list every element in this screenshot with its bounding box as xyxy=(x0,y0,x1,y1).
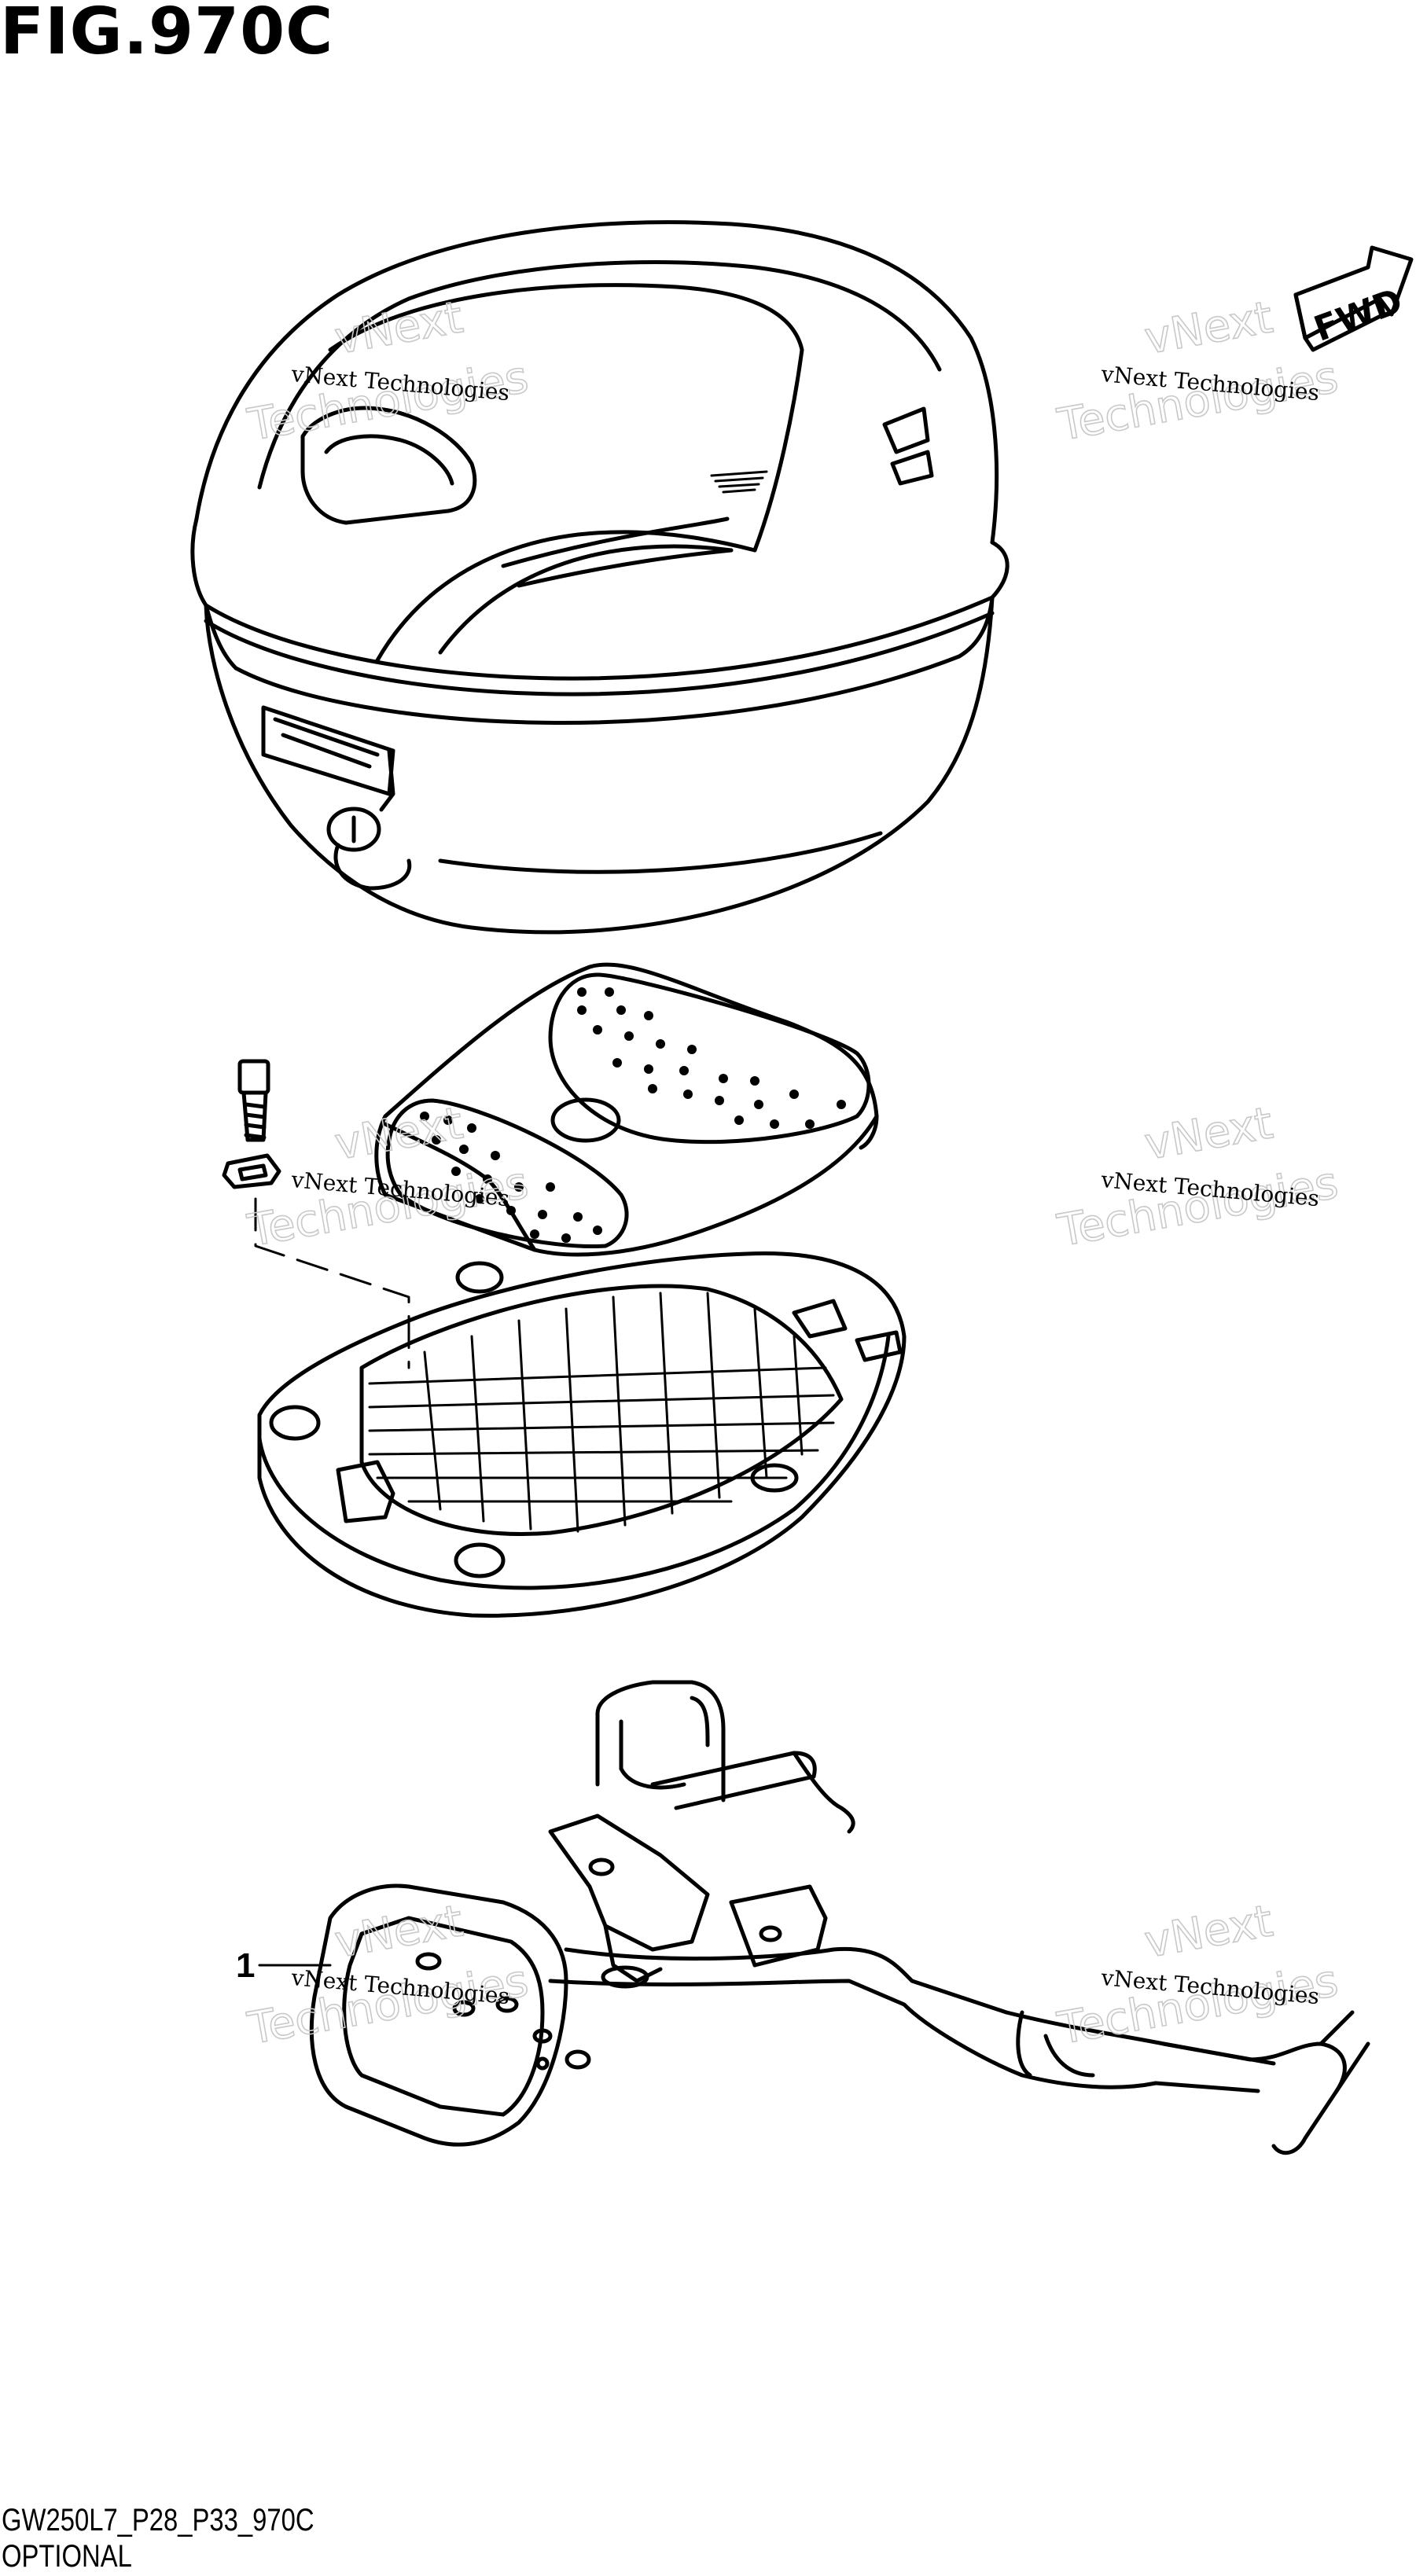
top-case-drawing xyxy=(190,220,1010,935)
watermark-group: vNext Technologies vNext Technologies vN… xyxy=(243,292,1342,2056)
base-plate-drawing xyxy=(257,1251,907,1618)
figure-subtitle: OPTIONAL xyxy=(2,2539,132,2574)
fwd-arrow-icon xyxy=(1293,245,1414,352)
watermark-ghost: vNext xyxy=(1141,1097,1276,1170)
nut-icon xyxy=(222,1153,281,1189)
figure-code: GW250L7_P28_P33_970C xyxy=(2,2503,314,2537)
carrier-bracket-drawing xyxy=(309,1680,1370,2155)
watermark-ghost: vNext xyxy=(331,1097,466,1170)
watermark-ghost: vNext xyxy=(1141,1895,1276,1968)
bolt-icon xyxy=(237,1059,270,1142)
mounting-pad-drawing xyxy=(374,962,879,1257)
watermark-ghost: vNext xyxy=(331,292,466,364)
watermark-ghost: vNext xyxy=(331,1895,466,1968)
watermark-ghost: vNext xyxy=(1141,292,1276,364)
figure-title: FIG.970C xyxy=(0,0,334,69)
callout-1: 1 xyxy=(236,1946,255,1985)
